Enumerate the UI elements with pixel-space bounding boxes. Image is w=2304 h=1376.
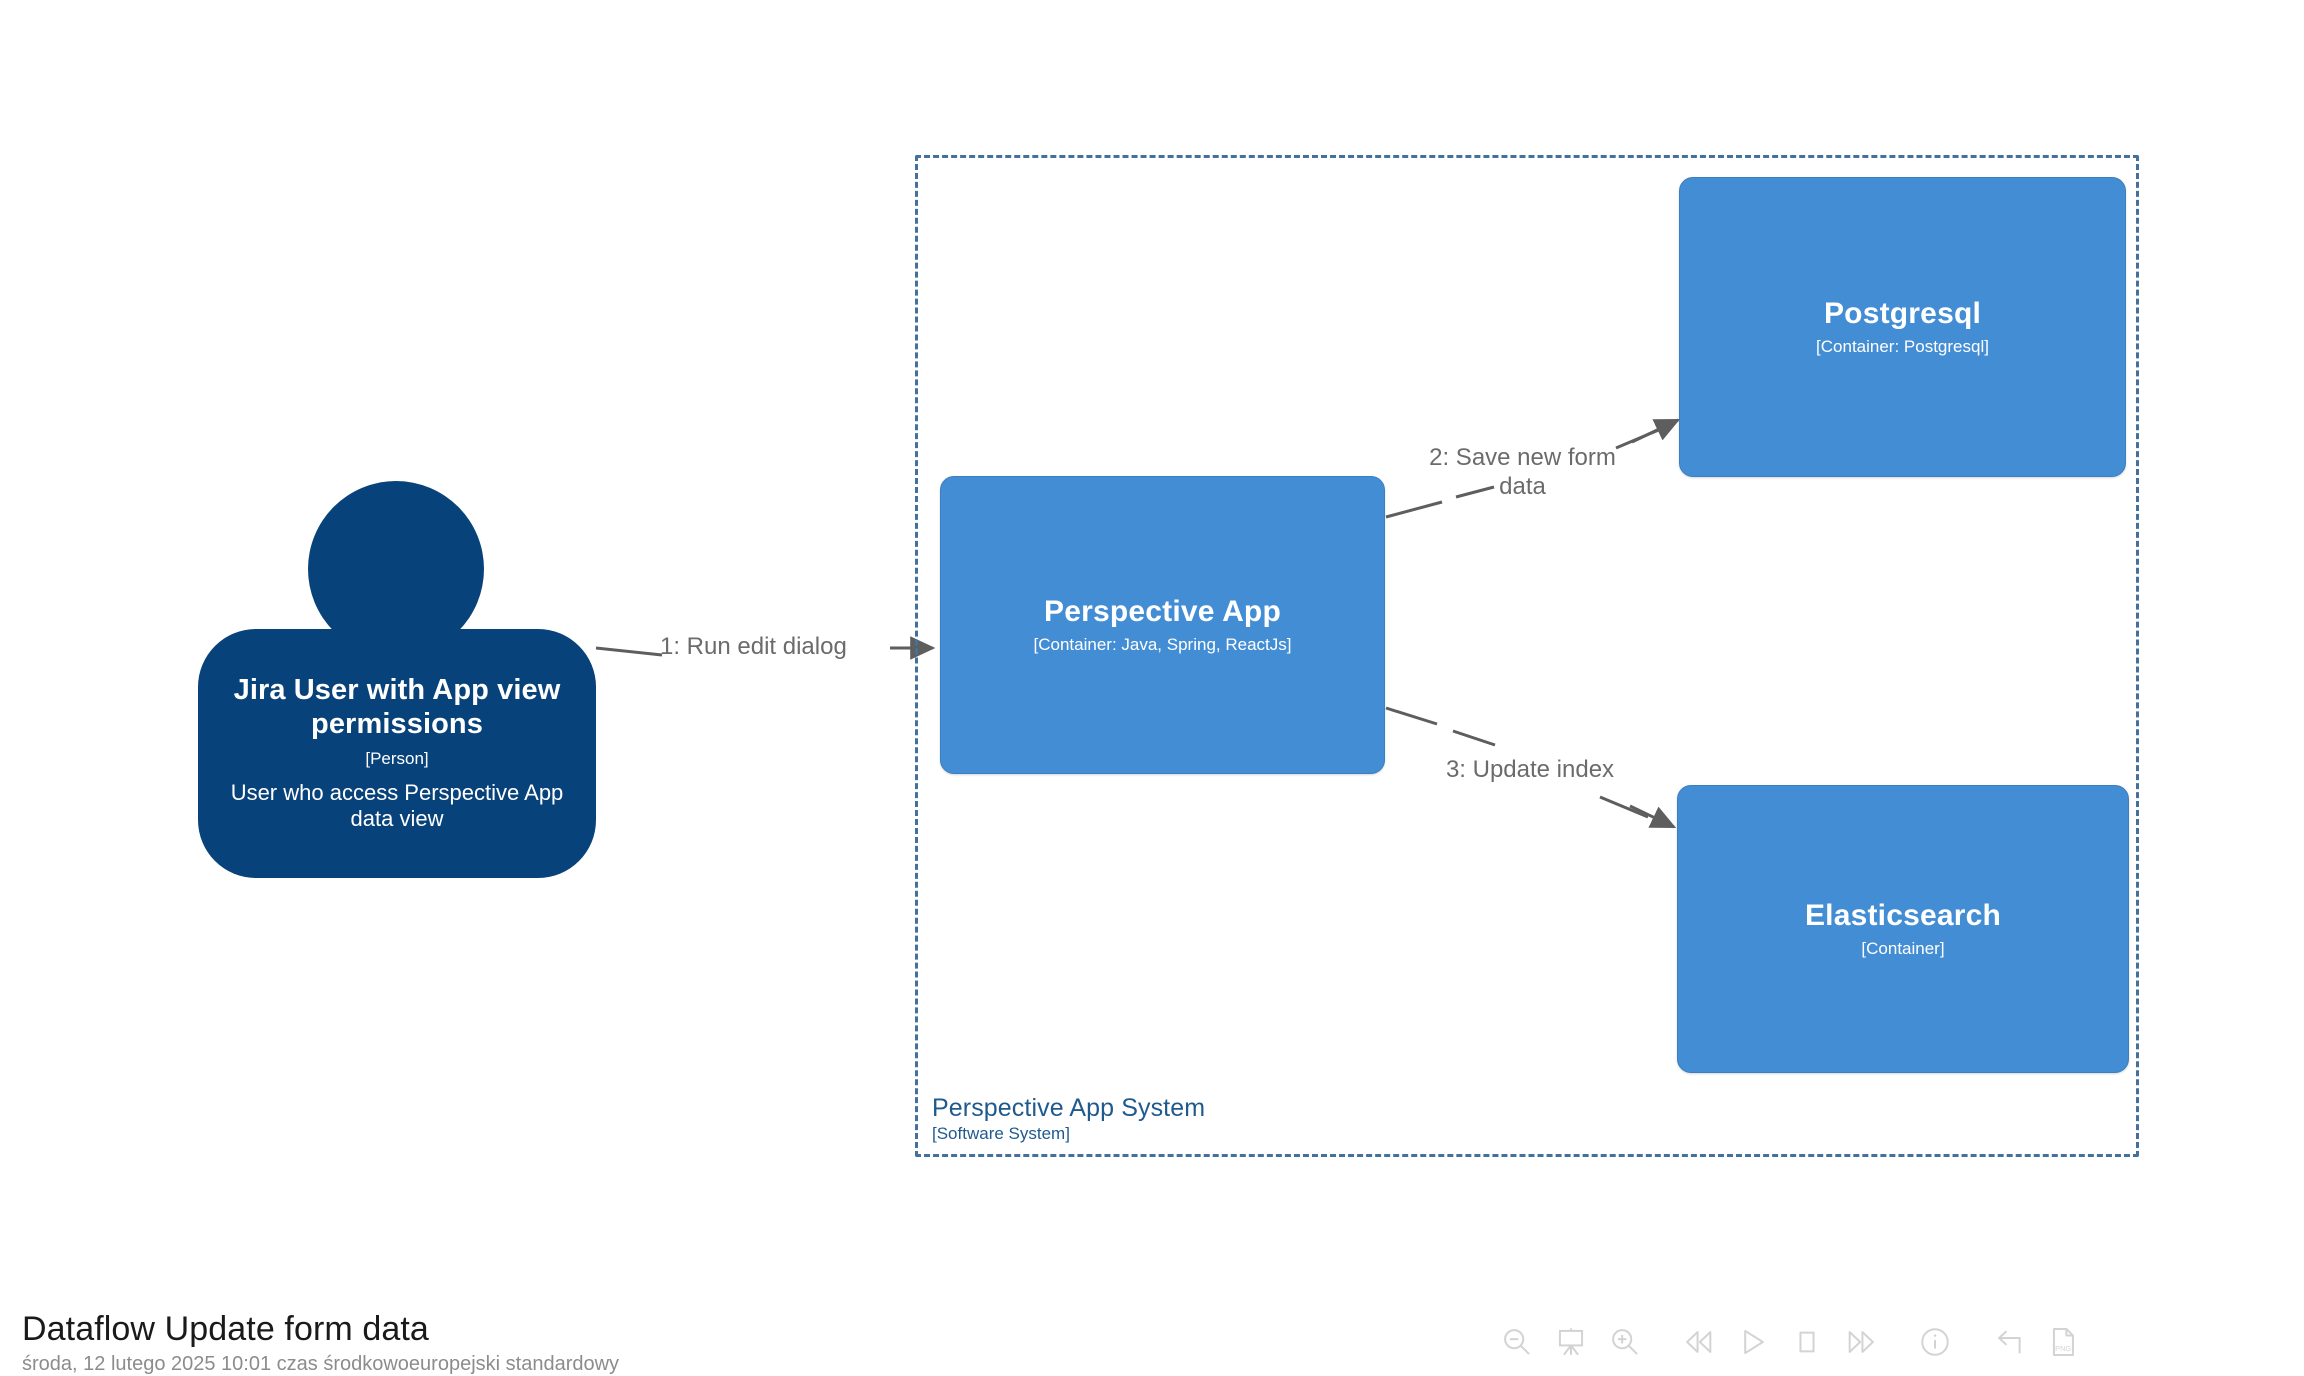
edge-label-update-index: 3: Update index — [1445, 756, 1615, 783]
system-boundary-name: Perspective App System — [932, 1094, 1206, 1122]
person-body-shape — [198, 629, 596, 878]
export-png-label: PNG — [2055, 1344, 2071, 1353]
edge-run-edit-dialog — [595, 636, 936, 660]
play-icon[interactable] — [1726, 1317, 1780, 1367]
toolbar-divider — [1962, 1342, 1982, 1343]
container-title: Perspective App — [1044, 594, 1281, 628]
system-boundary-type: [Software System] — [932, 1124, 1070, 1143]
skip-to-end-icon[interactable] — [1834, 1317, 1888, 1367]
person-text-block: Jira User with App view permissions [Per… — [198, 629, 596, 878]
container-postgresql[interactable]: Postgresql [Container: Postgresql] — [1679, 177, 2126, 477]
back-arrow-icon[interactable] — [1982, 1317, 2036, 1367]
person-jira-user[interactable]: Jira User with App view permissions [Per… — [198, 481, 596, 878]
edge-update-index — [1385, 706, 1677, 829]
container-elasticsearch[interactable]: Elasticsearch [Container] — [1677, 785, 2129, 1073]
zoom-out-icon[interactable] — [1490, 1317, 1544, 1367]
person-head-icon — [308, 481, 484, 657]
person-title: Jira User with App view permissions — [233, 674, 561, 741]
toolbar-divider — [1652, 1342, 1672, 1343]
person-type-label: [Person] — [365, 749, 429, 769]
stop-icon[interactable] — [1780, 1317, 1834, 1367]
container-perspective-app[interactable]: Perspective App [Container: Java, Spring… — [940, 476, 1385, 774]
container-tech-label: [Container] — [1861, 939, 1945, 959]
edge-label-run-edit-dialog: 1: Run edit dialog — [660, 633, 847, 660]
fit-to-screen-icon[interactable] — [1544, 1317, 1598, 1367]
system-boundary-perspective-app-system — [915, 155, 2139, 1157]
skip-to-start-icon[interactable] — [1672, 1317, 1726, 1367]
toolbar-divider — [1888, 1342, 1908, 1343]
person-description: User who access Perspective App data vie… — [230, 780, 564, 832]
edge-label-save-new-form-data: 2: Save new form data — [1429, 444, 1616, 501]
info-icon[interactable] — [1908, 1317, 1962, 1367]
export-png-icon[interactable]: PNG — [2036, 1317, 2090, 1367]
container-tech-label: [Container: Postgresql] — [1816, 337, 1989, 357]
container-title: Elasticsearch — [1804, 898, 2002, 932]
container-tech-label: [Container: Java, Spring, ReactJs] — [1033, 635, 1292, 655]
container-title: Postgresql — [1823, 296, 1982, 330]
diagram-timestamp: środa, 12 lutego 2025 10:01 czas środkow… — [22, 1353, 620, 1376]
diagram-toolbar: PNG — [1490, 1316, 2290, 1368]
edge-save-new-form-data — [1385, 418, 1681, 519]
diagram-title: Dataflow Update form data — [22, 1310, 429, 1348]
system-boundary-label: Perspective App System [Software System] — [932, 1094, 1205, 1143]
zoom-in-icon[interactable] — [1598, 1317, 1652, 1367]
footer: Dataflow Update form data środa, 12 lute… — [22, 1310, 619, 1376]
